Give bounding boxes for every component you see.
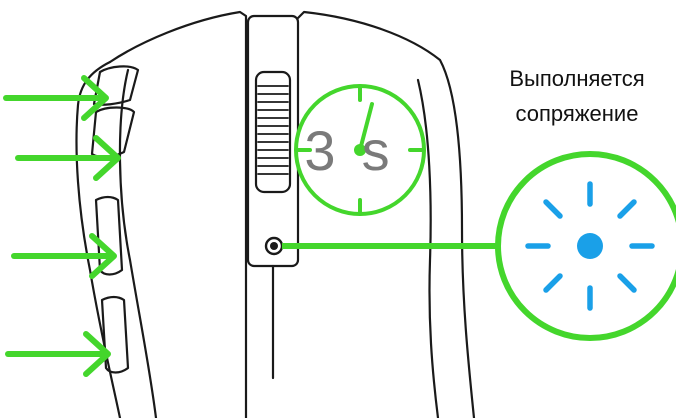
side-button-4 [100, 295, 130, 374]
right-arrow-icon [3, 75, 109, 121]
scroll-wheel-ridges [257, 85, 289, 175]
pairing-caption-line-1: Выполняется [509, 66, 645, 91]
connector-dot [270, 242, 278, 250]
scroll-wheel-bay [254, 70, 292, 194]
left-body-edge [75, 60, 122, 418]
press-arrows [3, 75, 121, 377]
timer-label: 3s [304, 119, 415, 182]
right-arrow-icon [11, 233, 117, 279]
right-button-shell [296, 10, 476, 418]
pairing-caption-line-2: сопряжение [515, 101, 639, 126]
stopwatch-icon [294, 84, 426, 216]
left-body-inner [118, 68, 158, 418]
right-arrow-icon [5, 331, 111, 377]
side-button-2 [90, 106, 136, 158]
right-body-inner [416, 78, 440, 418]
right-arrow-icon [15, 135, 121, 181]
led-blink-icon [495, 151, 676, 341]
mouse-outline-icon [75, 10, 476, 418]
left-button-shell [108, 10, 248, 418]
side-button-3 [94, 195, 124, 276]
